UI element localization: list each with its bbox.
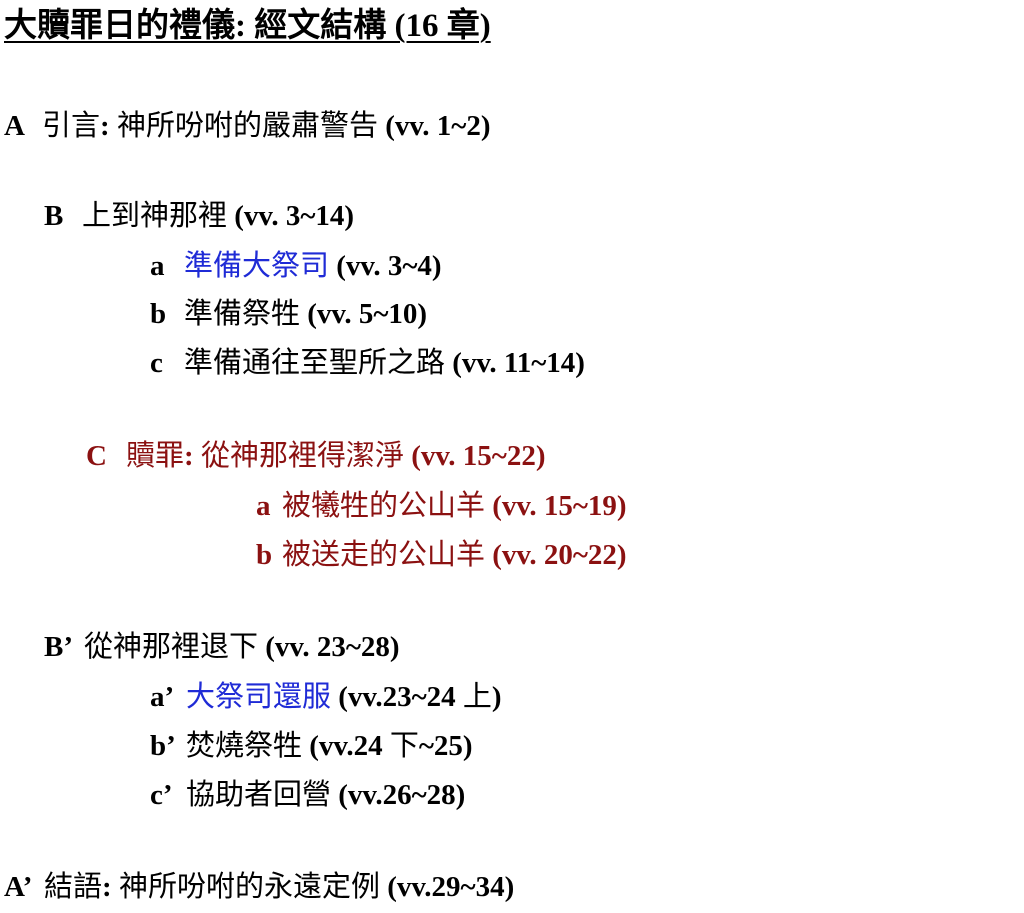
outline-head: 贖罪 [126, 440, 185, 472]
outline-text: 上到神那裡 [82, 200, 228, 232]
outline-text: 神所吩咐的永遠定例 [118, 871, 380, 903]
outline-a-prime: A’ 結語: 神所吩咐的永遠定例 (vv.29~34) [4, 869, 514, 905]
outline-c: C 贖罪: 從神那裡得潔淨 (vv. 15~22) [86, 438, 546, 474]
verse-ref-note: 下 [389, 730, 419, 762]
outline-text: 協助者回營 [186, 779, 332, 811]
outline-b-prime-c: c’ 協助者回營 (vv.26~28) [150, 777, 465, 813]
outline-text: 神所吩咐的嚴肅警告 [116, 110, 378, 142]
outline-head: 結語 [44, 871, 103, 903]
outline-label: a’ [150, 681, 175, 713]
outline-label: b [150, 298, 167, 330]
colon: : [184, 440, 201, 472]
verse-ref-note: 上 [462, 681, 492, 713]
verse-ref: (vv. 20~22) [492, 539, 627, 571]
outline-c-b: b 被送走的公山羊 (vv. 20~22) [256, 537, 627, 573]
page-title: 大贖罪日的禮儀: 經文結構 (16 章) [4, 8, 491, 44]
outline-a: A 引言: 神所吩咐的嚴肅警告 (vv. 1~2) [4, 108, 491, 144]
outline-b-c: c 準備通往至聖所之路 (vv. 11~14) [150, 345, 585, 381]
outline-text: 從神那裡退下 [84, 631, 259, 663]
outline-label: C [86, 440, 107, 472]
colon: : [100, 110, 117, 142]
verse-ref: (vv. 15~19) [492, 490, 627, 522]
verse-ref: (vv. 3~14) [234, 200, 355, 232]
outline-label: c [150, 347, 163, 379]
verse-ref: (vv. 3~4) [336, 250, 442, 282]
outline-text: 準備祭牲 [184, 298, 301, 330]
outline-text: 被犧牲的公山羊 [282, 490, 486, 522]
outline-label: a [150, 250, 165, 282]
outline-label: b’ [150, 730, 176, 762]
outline-b-prime-a: a’ 大祭司還服 (vv.23~24 上) [150, 679, 502, 715]
verse-ref: (vv.29~34) [387, 871, 515, 903]
verse-ref: (vv. 11~14) [452, 347, 585, 379]
outline-b-prime-b: b’ 焚燒祭牲 (vv.24 下~25) [150, 728, 473, 764]
verse-ref: (vv.24 [309, 730, 383, 762]
outline-head: 引言 [42, 110, 101, 142]
verse-ref: (vv.23~24 [338, 681, 456, 713]
outline-label: b [256, 539, 273, 571]
outline-c-a: a 被犧牲的公山羊 (vv. 15~19) [256, 488, 627, 524]
verse-ref: (vv. 15~22) [411, 440, 546, 472]
verse-ref-close: ) [491, 681, 502, 713]
verse-ref: (vv. 5~10) [307, 298, 428, 330]
colon: : [102, 871, 119, 903]
outline-b-a: a 準備大祭司 (vv. 3~4) [150, 248, 442, 284]
outline-b: B 上到神那裡 (vv. 3~14) [44, 198, 354, 234]
verse-ref: (vv. 23~28) [265, 631, 400, 663]
outline-label: c’ [150, 779, 173, 811]
outline-text: 被送走的公山羊 [282, 539, 486, 571]
outline-label: A [4, 110, 25, 142]
outline-label: B’ [44, 631, 73, 663]
outline-label: B [44, 200, 64, 232]
verse-ref-close: ~25) [418, 730, 473, 762]
outline-text: 從神那裡得潔淨 [200, 440, 404, 472]
outline-label: a [256, 490, 271, 522]
outline-b-prime: B’ 從神那裡退下 (vv. 23~28) [44, 629, 400, 665]
outline-text: 準備通往至聖所之路 [184, 347, 446, 379]
outline-text: 焚燒祭牲 [186, 730, 303, 762]
outline-text: 大祭司還服 [186, 681, 332, 713]
verse-ref: (vv. 1~2) [385, 110, 491, 142]
outline-text: 準備大祭司 [184, 250, 330, 282]
verse-ref: (vv.26~28) [338, 779, 466, 811]
outline-label: A’ [4, 871, 33, 903]
outline-b-b: b 準備祭牲 (vv. 5~10) [150, 296, 427, 332]
